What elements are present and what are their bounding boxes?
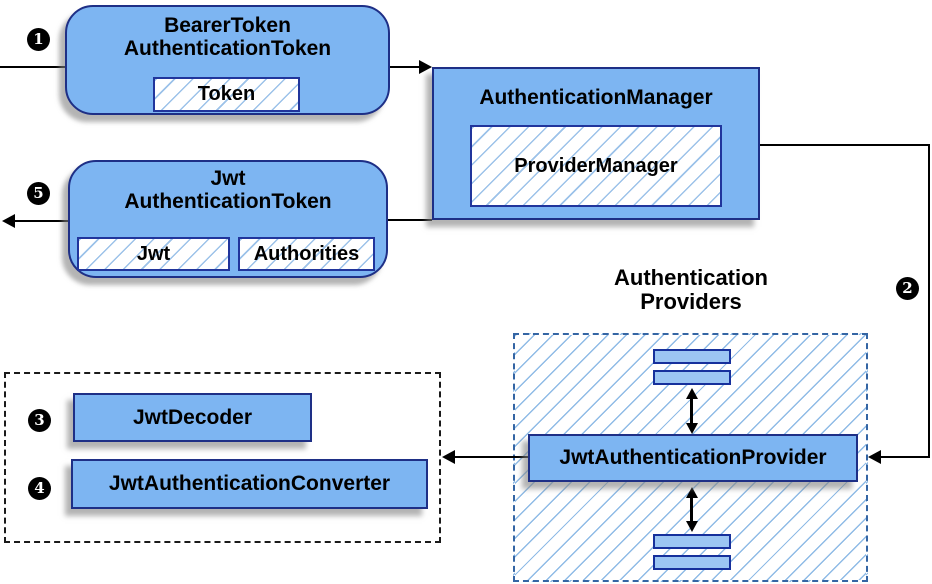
- provider-bar: [653, 534, 731, 549]
- authentication-providers-label-line2: Providers: [640, 289, 742, 314]
- step-5-badge: 5: [27, 182, 50, 205]
- jwt-authentication-provider-node: JwtAuthenticationProvider: [528, 434, 858, 482]
- double-arrow-up-icon: [686, 487, 698, 498]
- provider-to-converters-line: [452, 456, 530, 458]
- token-chip: Token: [153, 77, 300, 112]
- bearer-to-manager-line: [390, 66, 421, 68]
- authentication-manager-title: AuthenticationManager: [479, 86, 713, 109]
- manager-to-jwt-token-line: [388, 219, 432, 221]
- manager-to-provider-line-top: [760, 144, 930, 146]
- authorities-chip: Authorities: [238, 237, 375, 271]
- step-1-badge: 1: [27, 28, 50, 51]
- jwt-chip: Jwt: [77, 237, 230, 271]
- step-2-badge: 2: [896, 277, 919, 300]
- bearer-to-manager-arrowhead-icon: [419, 60, 432, 74]
- double-arrow-shaft: [690, 496, 693, 523]
- bearer-token-title-line1: BearerToken: [164, 14, 291, 37]
- bearer-token-authentication-token-node: BearerToken AuthenticationToken Token: [65, 5, 390, 115]
- provider-to-converters-arrowhead-icon: [442, 450, 455, 464]
- step-3-badge: 3: [28, 409, 51, 432]
- authentication-providers-label: Authentication Providers: [561, 266, 821, 314]
- jwt-authentication-converter-label: JwtAuthenticationConverter: [108, 472, 391, 495]
- jwt-authentication-token-node: Jwt AuthenticationToken Jwt Authorities: [68, 160, 388, 278]
- provider-manager-chip: ProviderManager: [470, 125, 722, 207]
- double-arrow-up-icon: [686, 388, 698, 399]
- double-arrow-down-icon: [686, 423, 698, 434]
- provider-bar: [653, 370, 731, 385]
- outgoing-result-arrowhead-icon: [2, 214, 15, 228]
- authentication-providers-label-line1: Authentication: [614, 265, 768, 290]
- jwt-authentication-provider-label: JwtAuthenticationProvider: [559, 446, 827, 469]
- outgoing-result-line: [13, 220, 70, 222]
- jwt-authentication-converter-node: JwtAuthenticationConverter: [71, 459, 428, 509]
- provider-bar: [653, 555, 731, 570]
- manager-to-provider-line-vertical: [928, 144, 930, 458]
- jwt-decoder-label: JwtDecoder: [132, 405, 253, 429]
- authentication-manager-node: AuthenticationManager ProviderManager: [432, 67, 760, 220]
- step-4-badge: 4: [28, 477, 51, 500]
- jwt-decoder-node: JwtDecoder: [73, 393, 312, 442]
- jwt-token-title: Jwt AuthenticationToken: [70, 167, 386, 213]
- bearer-token-title: BearerToken AuthenticationToken: [67, 14, 388, 60]
- provider-bar: [653, 349, 731, 364]
- manager-to-provider-arrowhead-icon: [868, 450, 881, 464]
- jwt-token-title-line1: Jwt: [210, 167, 246, 190]
- jwt-token-title-line2: AuthenticationToken: [124, 190, 332, 213]
- manager-to-provider-line-bottom: [880, 456, 930, 458]
- double-arrow-shaft: [690, 397, 693, 425]
- incoming-request-line: [0, 66, 65, 68]
- double-arrow-down-icon: [686, 521, 698, 532]
- bearer-token-title-line2: AuthenticationToken: [123, 37, 332, 60]
